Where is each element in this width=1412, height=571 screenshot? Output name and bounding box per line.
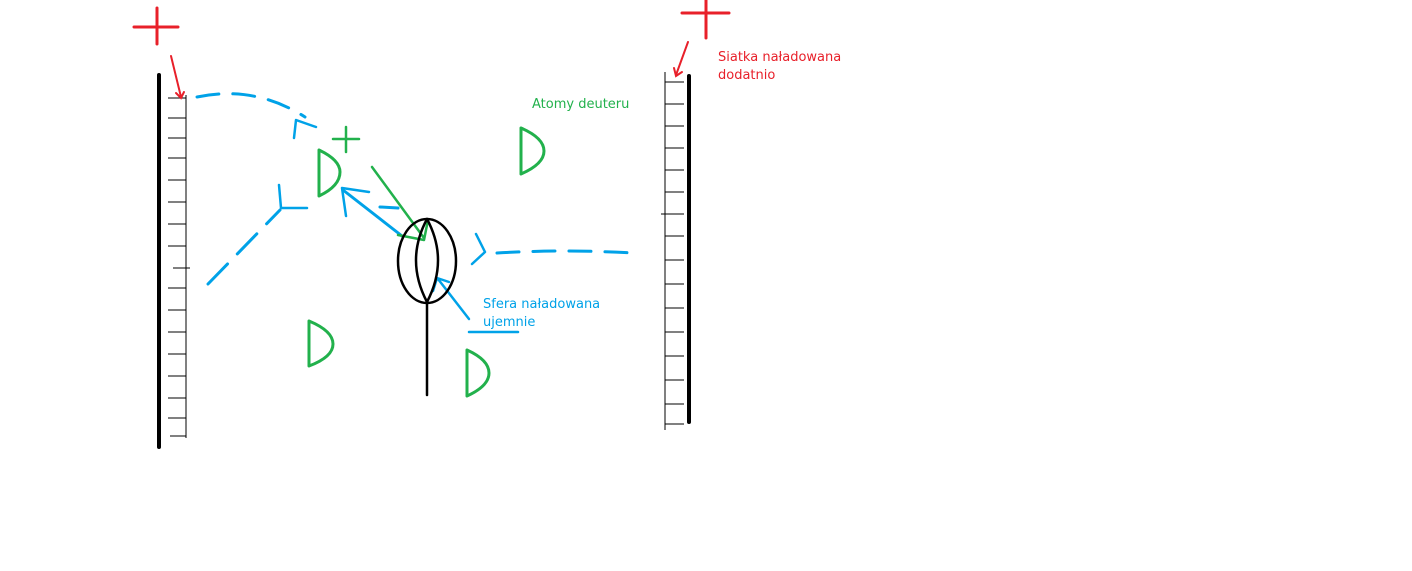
deuterium-label: Atomy deuteru — [532, 97, 630, 112]
arrowhead-right — [470, 232, 487, 266]
deuterium-atom-icon — [465, 348, 491, 398]
trajectory-top-arc — [195, 92, 307, 119]
central-sphere — [396, 217, 458, 397]
right-grid — [661, 72, 691, 430]
blue-trajectories — [195, 92, 635, 286]
plus-sign-right — [680, 0, 731, 40]
sphere-label-line2: ujemnie — [483, 315, 536, 330]
trajectory-mid-dash — [378, 205, 400, 210]
green-plus — [331, 125, 361, 154]
positive-grid-label-line2: dodatnio — [718, 68, 776, 83]
trajectory-right — [495, 249, 635, 255]
arrowhead-top — [292, 118, 318, 140]
trajectory-lower-left — [206, 208, 282, 286]
arrowhead-left — [277, 183, 309, 210]
sphere-label: Sfera naładowana — [483, 297, 601, 312]
sphere-outer-ellipse — [396, 217, 458, 305]
deuterium-atom-icon — [519, 126, 546, 176]
deuterium-atom-icon — [317, 148, 342, 198]
left-grid-ticks — [168, 97, 190, 437]
positive-grid-label: Siatka naładowana — [718, 50, 842, 65]
trajectory-to-sphere — [341, 188, 404, 238]
left-grid — [157, 73, 190, 449]
plus-sign-left — [132, 6, 180, 46]
red-arrow-left — [170, 55, 185, 100]
right-grid-ticks — [661, 81, 684, 425]
red-arrow-right — [673, 41, 689, 78]
deuterium-atom-icon — [307, 319, 335, 368]
deuterium-atoms — [307, 126, 546, 398]
green-arrow — [370, 165, 430, 242]
arrowhead-center — [340, 186, 371, 218]
